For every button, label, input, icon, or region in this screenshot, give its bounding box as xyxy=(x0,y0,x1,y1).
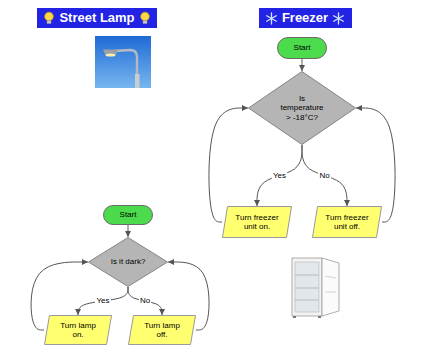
process-box: Turn lamp on. xyxy=(44,315,112,345)
banner-title: Freezer xyxy=(282,11,328,25)
flow-connector xyxy=(209,108,248,222)
street-lamp-photo xyxy=(95,36,151,88)
branch-label: No xyxy=(139,297,151,305)
node-text: Is temperature > -18°C? xyxy=(277,94,327,122)
branch-label: No xyxy=(318,172,330,180)
flow-connector xyxy=(356,108,395,222)
node-text: Is it dark? xyxy=(111,257,146,266)
flow-connector xyxy=(128,287,162,315)
start-terminal: Start xyxy=(277,37,327,59)
process-box: Turn lamp off. xyxy=(128,315,196,345)
title-banner: Street Lamp xyxy=(37,8,157,28)
flow-connector xyxy=(78,287,128,315)
freezer-photo xyxy=(292,258,339,318)
node-text: Start xyxy=(294,43,311,52)
node-text: Turn freezer unit on. xyxy=(232,213,282,231)
node-text: Turn lamp off. xyxy=(138,321,186,339)
node-text: Turn freezer unit off. xyxy=(322,213,372,231)
process-box: Turn freezer unit off. xyxy=(312,206,382,238)
snowflake-icon xyxy=(265,12,278,25)
snowflake-icon xyxy=(332,12,345,25)
branch-label: Yes xyxy=(272,172,287,180)
decision-diamond: Is temperature > -18°C? xyxy=(248,71,356,145)
bulb-icon xyxy=(43,11,55,25)
decision-diamond: Is it dark? xyxy=(88,237,168,287)
bulb-icon xyxy=(139,11,151,25)
flow-connector xyxy=(302,145,347,206)
node-text: Start xyxy=(120,210,137,219)
start-terminal: Start xyxy=(103,205,153,225)
flow-connector xyxy=(257,145,302,206)
process-box: Turn freezer unit on. xyxy=(222,206,292,238)
node-text: Turn lamp on. xyxy=(54,321,102,339)
banner-title: Street Lamp xyxy=(59,11,134,25)
flow-connector xyxy=(302,59,303,71)
flow-connector xyxy=(128,225,129,237)
title-banner: Freezer xyxy=(259,8,352,28)
branch-label: Yes xyxy=(95,297,110,305)
